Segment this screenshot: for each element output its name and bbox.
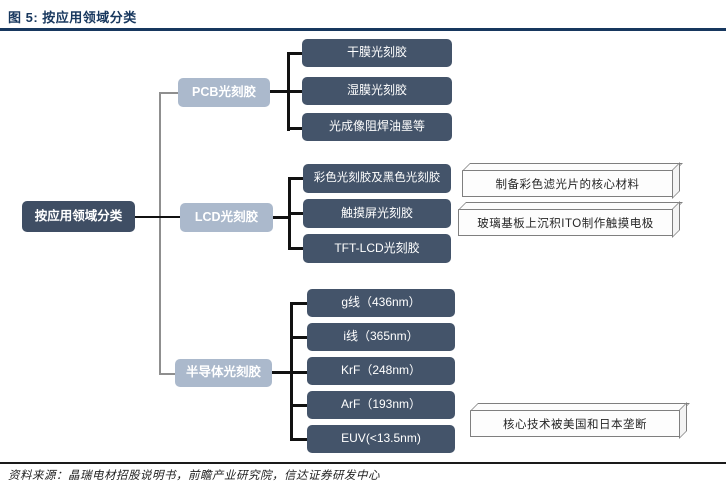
figure-title: 图 5: 按应用领域分类 — [8, 10, 137, 25]
annotation-us-japan-monopoly: 核心技术被美国和日本垄断 — [470, 410, 680, 437]
connector-semi-stub-1 — [290, 302, 308, 305]
connector-lcd-horizontal — [273, 216, 291, 219]
connector-trunk-vertical — [159, 92, 161, 374]
node-krf: KrF（248nm） — [307, 357, 455, 385]
connector-trunk-stub-pcb — [159, 92, 179, 94]
node-wet-film-resist: 湿膜光刻胶 — [302, 77, 452, 105]
node-dry-film-resist: 干膜光刻胶 — [302, 39, 452, 67]
annotation-ito-touch-electrode: 玻璃基板上沉积ITO制作触摸电极 — [458, 209, 673, 236]
node-touchscreen-resist: 触摸屏光刻胶 — [303, 199, 451, 228]
node-tft-lcd-resist: TFT-LCD光刻胶 — [303, 234, 451, 263]
node-arf: ArF（193nm） — [307, 391, 455, 419]
source-text: 资料来源：晶瑞电材招股说明书，前瞻产业研究院，信达证券研发中心 — [8, 470, 380, 482]
connector-pcb-stub-3 — [287, 127, 303, 130]
node-semiconductor-photoresist: 半导体光刻胶 — [175, 359, 272, 387]
connector-lcd-stub-1 — [288, 177, 304, 180]
title-divider — [0, 28, 726, 31]
connector-pcb-horizontal — [270, 90, 303, 93]
connector-semi-stub-4 — [290, 404, 308, 407]
node-pcb-photoresist: PCB光刻胶 — [178, 78, 270, 107]
node-i-line: i线（365nm） — [307, 323, 455, 351]
connector-semi-stub-5 — [290, 438, 308, 441]
node-root-classification: 按应用领域分类 — [22, 201, 135, 232]
connector-root-to-lcd — [134, 216, 181, 218]
connector-trunk-stub-semi — [159, 373, 176, 375]
connector-lcd-stub-3 — [288, 247, 304, 250]
node-solder-mask-ink: 光成像阻焊油墨等 — [302, 113, 452, 141]
connector-semi-stub-2 — [290, 336, 308, 339]
connector-pcb-stub-1 — [287, 52, 303, 55]
connector-semi-spine — [290, 302, 293, 441]
connector-pcb-spine — [287, 52, 290, 131]
node-g-line: g线（436nm） — [307, 289, 455, 317]
node-euv: EUV(<13.5nm) — [307, 425, 455, 453]
node-color-black-resist: 彩色光刻胶及黑色光刻胶 — [303, 164, 451, 193]
connector-lcd-stub-2 — [288, 212, 304, 215]
node-lcd-photoresist: LCD光刻胶 — [180, 203, 273, 232]
source-divider — [0, 462, 726, 464]
annotation-color-filter-material: 制备彩色滤光片的核心材料 — [462, 170, 673, 197]
